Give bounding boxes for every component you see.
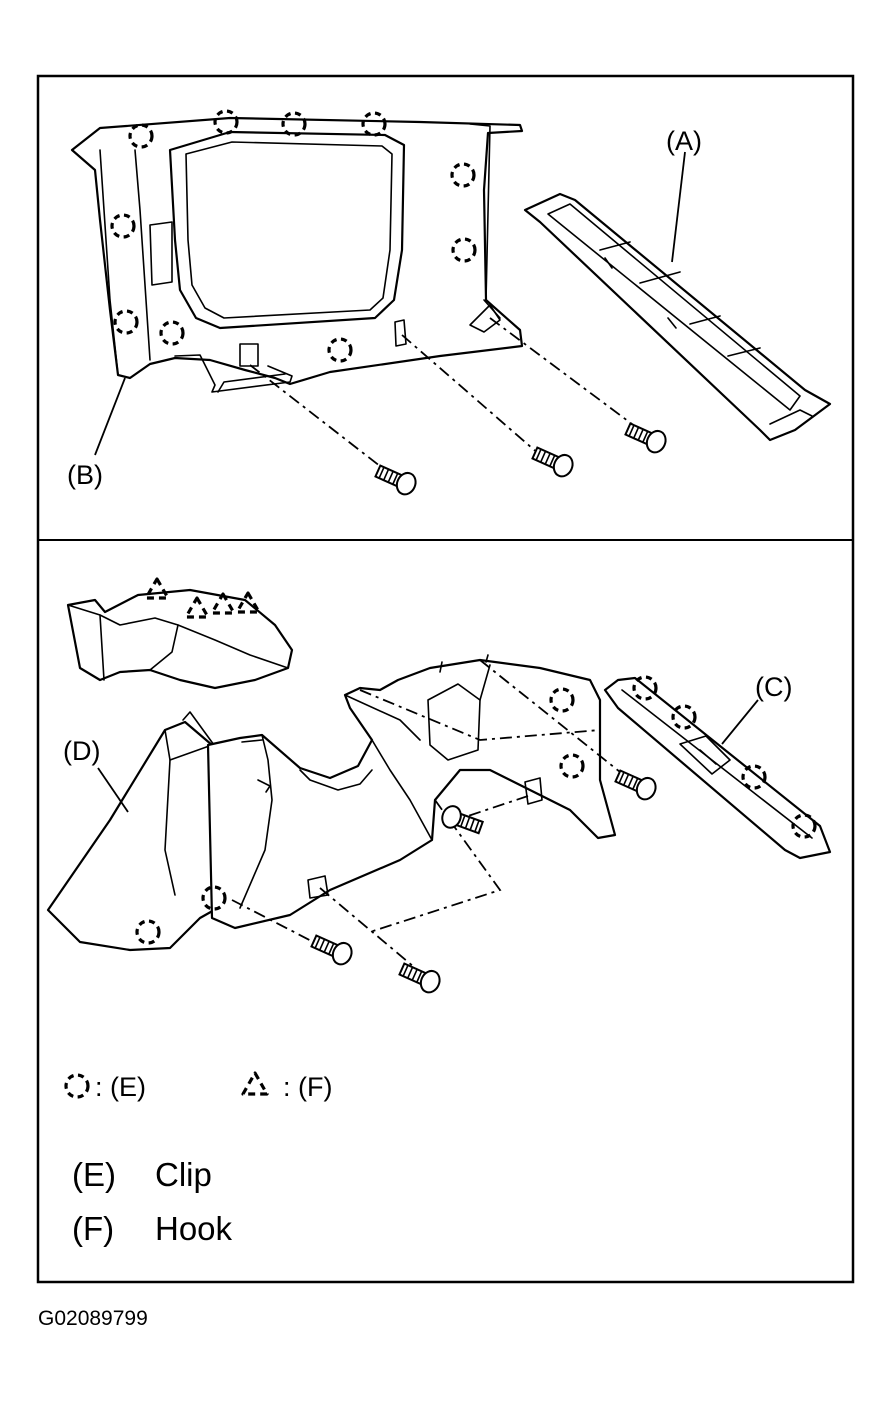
legend: : (E) : (F) (E) Clip (F) Hook [64, 1071, 332, 1247]
legend-item-code: (F) [72, 1210, 114, 1247]
legend-clip-label: : (E) [95, 1072, 146, 1102]
part-d-lower-trim [46, 654, 617, 952]
figure-id: G02089799 [38, 1307, 148, 1330]
legend-item-name: Clip [155, 1156, 212, 1193]
callout-c-leader [721, 699, 759, 745]
part-c-trim-strip [603, 676, 832, 860]
clip-symbol-icon [64, 1073, 90, 1099]
screw-leader [489, 317, 641, 431]
screw-leader [249, 364, 386, 471]
screw-icon [612, 765, 660, 804]
screw-leader [369, 799, 502, 933]
upper-left-trim-piece [66, 588, 294, 690]
part-a-trim-strip [523, 192, 832, 442]
callout-a: (A) [666, 126, 702, 156]
callout-d: (D) [63, 736, 100, 766]
screw-leader [479, 659, 631, 781]
callout-b: (B) [67, 460, 103, 490]
callout-d-leader [97, 767, 129, 813]
bottom-screws [231, 659, 660, 997]
screw-icon [622, 418, 670, 457]
legend-item-name: Hook [155, 1210, 233, 1247]
screw-leader [319, 887, 421, 973]
screw-icon [396, 958, 444, 997]
callout-a-leader [671, 151, 686, 263]
callout-c: (C) [755, 672, 792, 702]
part-b-quarter-trim [70, 116, 524, 393]
screw-leader [461, 795, 529, 819]
top-screws [249, 317, 670, 499]
screw-icon [308, 930, 356, 969]
screw-icon [438, 802, 486, 839]
legend-item-code: (E) [72, 1156, 116, 1193]
screw-icon [529, 442, 577, 481]
screw-leader [231, 899, 326, 949]
legend-hook-label: : (F) [283, 1072, 332, 1102]
figure-frame [36, 74, 855, 1284]
hook-symbol-icon [241, 1071, 269, 1096]
callout-b-leader [94, 377, 126, 456]
screw-icon [372, 460, 420, 499]
screw-leader [359, 689, 601, 741]
screw-leader [401, 334, 541, 456]
